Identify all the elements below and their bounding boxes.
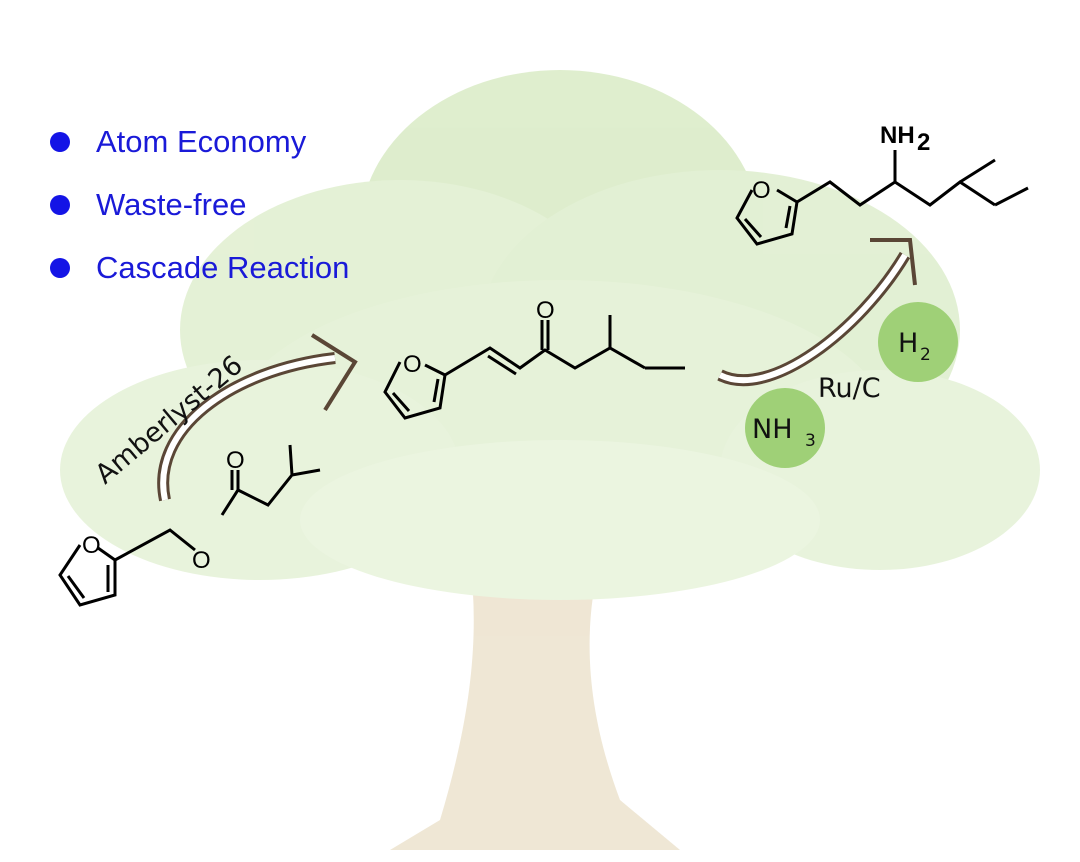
nh3-reagent: NH 3 [745,388,825,468]
svg-text:H: H [898,328,918,359]
svg-text:O: O [403,351,422,378]
svg-text:2: 2 [920,345,931,365]
svg-text:O: O [192,547,211,574]
mibk-molecule: O [220,444,321,516]
svg-text:NH: NH [880,122,915,149]
bullet-dot-icon [50,131,70,152]
svg-text:O: O [226,447,245,474]
svg-text:O: O [82,532,101,559]
catalyst-ruc-label: Ru/C [818,373,881,404]
enone-intermediate-molecule: O O [383,297,685,420]
tree-background [60,70,1040,850]
svg-text:NH: NH [752,414,793,445]
svg-text:O: O [536,297,555,324]
h2-reagent: H 2 [878,302,958,382]
svg-text:3: 3 [805,431,816,451]
bullet-dot-icon [50,194,70,215]
furfural-molecule: O O [58,528,211,607]
feature-item: Waste-free [50,173,349,236]
bullet-dot-icon [50,257,70,278]
amine-product-molecule: O NH 2 [735,122,1029,246]
svg-text:2: 2 [917,129,930,156]
reaction-arrow-2 [717,238,917,387]
svg-text:O: O [752,177,771,204]
feature-item: Atom Economy [50,110,349,173]
feature-item: Cascade Reaction [50,236,349,299]
feature-list: Atom Economy Waste-free Cascade Reaction [50,110,349,299]
tree-trunk [390,560,680,850]
reaction-arrow-1 [157,333,358,502]
